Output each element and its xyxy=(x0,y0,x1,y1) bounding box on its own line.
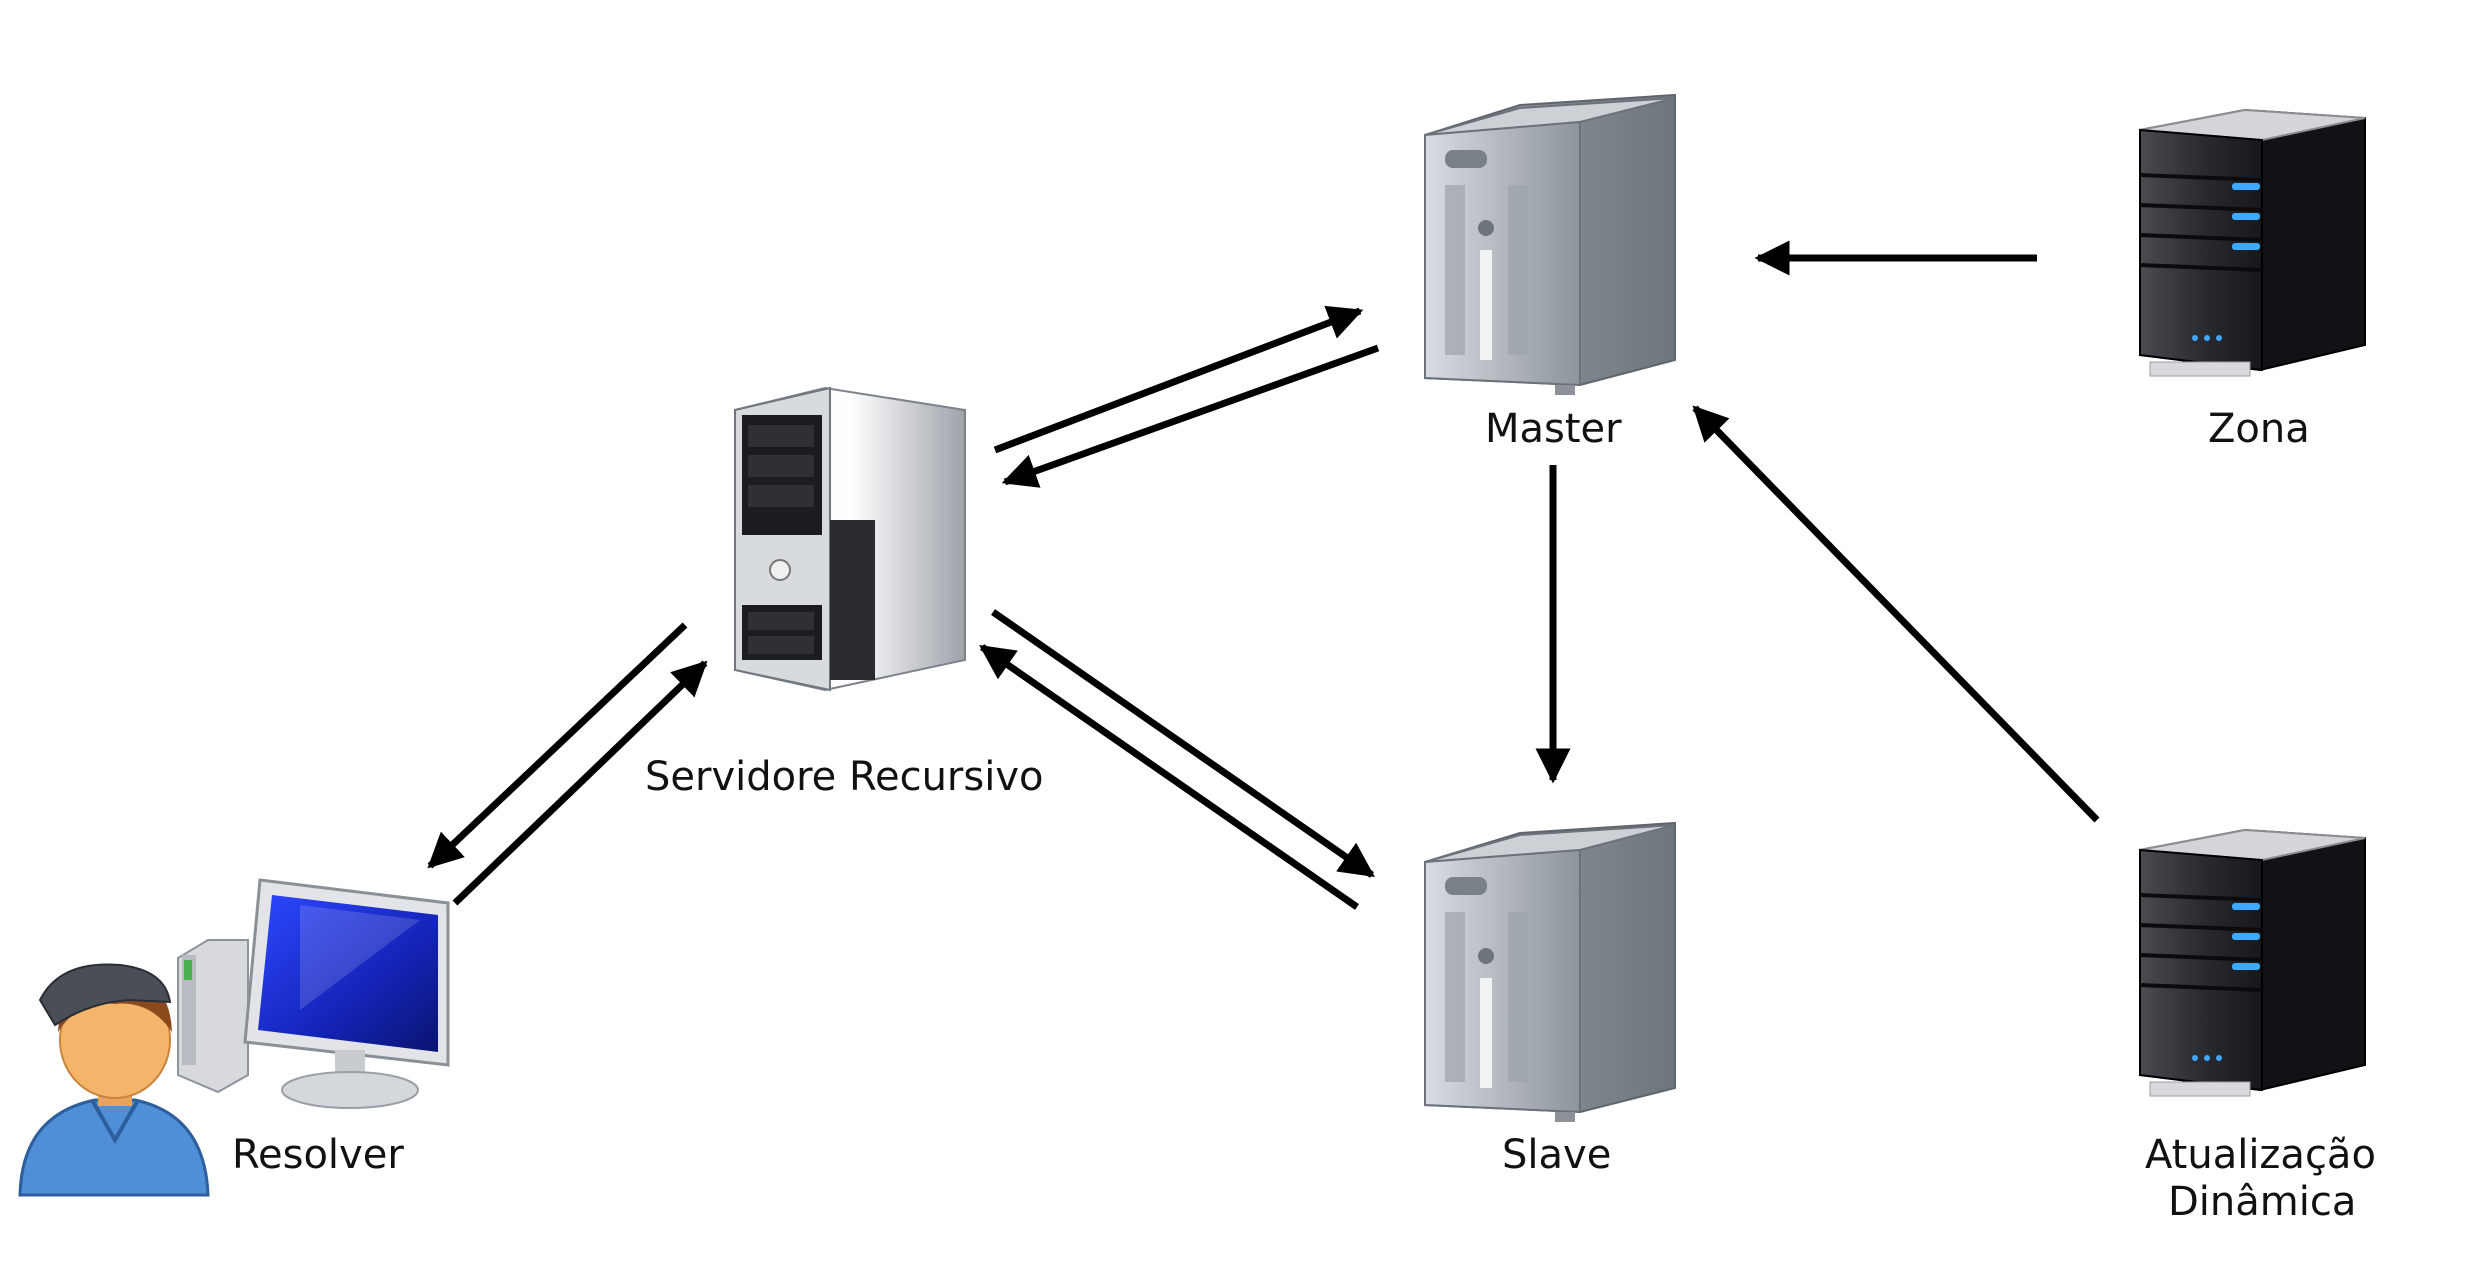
rack-server-icon xyxy=(2139,108,2366,377)
arrow-slave-to-recursive xyxy=(979,644,1359,910)
arrow-recursive-to-slave xyxy=(991,609,1375,878)
server-icon xyxy=(1424,821,1676,1122)
recursive-label: Servidore Recursivo xyxy=(645,754,1043,800)
arrow-resolver-to-recursive xyxy=(452,660,708,906)
arrow-master-to-recursive xyxy=(1001,344,1380,488)
master-node: Master xyxy=(1424,93,1676,452)
dynamic-update-node: Atualização Dinâmica xyxy=(2139,828,2376,1225)
recursive-node: Servidore Recursivo xyxy=(645,386,1043,800)
rack-server-icon xyxy=(2139,828,2366,1097)
zona-label: Zona xyxy=(2208,406,2310,452)
slave-node: Slave xyxy=(1424,821,1676,1178)
dynamic-label-line2: Dinâmica xyxy=(2168,1179,2356,1225)
arrow-recursive-to-resolver xyxy=(427,622,688,869)
connections xyxy=(427,240,2100,910)
zona-node: Zona xyxy=(2139,108,2366,452)
arrow-dynamic-to-master xyxy=(1692,405,2100,823)
resolver-label: Resolver xyxy=(232,1132,404,1178)
user-computer-icon xyxy=(18,878,450,1197)
slave-label: Slave xyxy=(1502,1132,1611,1178)
server-icon xyxy=(1424,93,1676,395)
tower-pc-icon xyxy=(734,386,966,692)
master-label: Master xyxy=(1485,406,1622,452)
arrow-recursive-to-master xyxy=(993,305,1364,454)
dynamic-label-line1: Atualização xyxy=(2145,1132,2376,1178)
resolver-node: Resolver xyxy=(18,878,450,1197)
